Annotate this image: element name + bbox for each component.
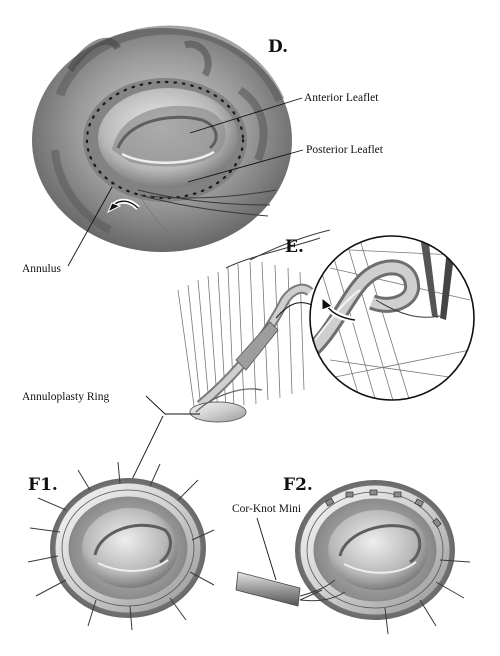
annulus-dotted-line — [85, 80, 245, 200]
label-annulus: Annulus — [22, 263, 62, 275]
label-posterior-leaflet: Posterior Leaflet — [306, 144, 384, 156]
leader-posterior-leaflet — [187, 149, 304, 183]
cor-knot-fasteners — [324, 489, 442, 528]
leader-annuloplasty-ring — [145, 395, 200, 415]
panel-label-f1: F1. — [28, 475, 58, 495]
label-anterior-leaflet: Anterior Leaflet — [304, 92, 379, 104]
panel-f2-illustration — [235, 480, 471, 635]
panel-d-illustration — [32, 25, 292, 252]
leader-cor-knot-mini — [256, 517, 277, 581]
label-cor-knot-mini: Cor-Knot Mini — [232, 503, 301, 515]
panel-f1-illustration — [27, 461, 215, 631]
leader-anterior-leaflet — [189, 97, 303, 134]
cor-knot-device — [235, 571, 301, 607]
magnified-inset — [275, 235, 475, 401]
leader-annulus — [67, 186, 113, 267]
panel-label-e: E. — [285, 237, 304, 257]
annuloplasty-ring-e — [189, 401, 247, 423]
panel-e-illustration — [177, 229, 331, 423]
label-annuloplasty-ring: Annuloplasty Ring — [22, 391, 109, 403]
panel-label-d: D. — [268, 37, 288, 57]
panel-label-f2: F2. — [283, 475, 313, 495]
